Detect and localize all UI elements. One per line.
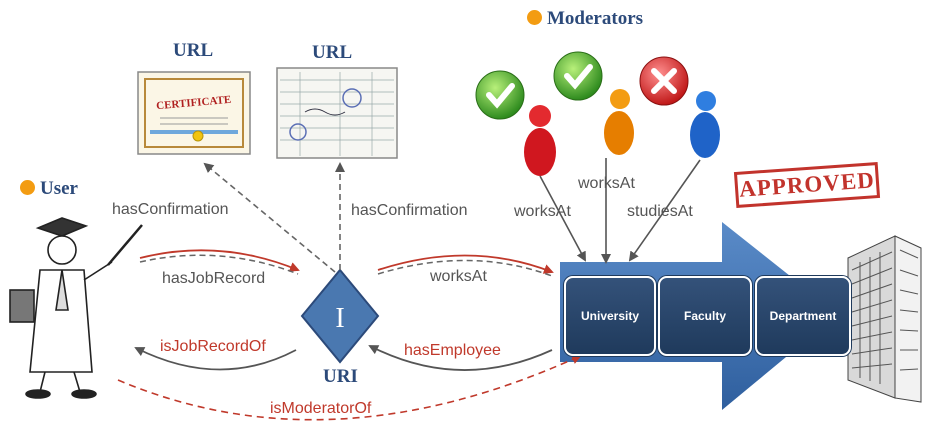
orange-bullet-icon — [527, 10, 542, 25]
mod-works-at-arrow-1 — [539, 175, 586, 262]
has-employee-arrow — [368, 345, 553, 371]
moderator-rejected — [639, 56, 720, 158]
has-job-record-label: hasJobRecord — [162, 270, 266, 287]
mod-works-at-label-2: worksAt — [578, 175, 635, 192]
works-at-label: worksAt — [430, 268, 487, 285]
approved-stamp-text: APPROVED — [738, 167, 876, 202]
has-confirmation-label-right: hasConfirmation — [351, 202, 468, 219]
individual-node-letter: I — [335, 303, 344, 334]
has-confirmation-arrow-left — [203, 162, 336, 273]
user-heading: User — [20, 178, 78, 200]
user-heading-text: User — [40, 178, 78, 199]
mod-studies-at-arrow — [628, 159, 701, 262]
moderators-heading: Moderators — [527, 8, 643, 30]
building-icon — [847, 235, 922, 403]
individual-node[interactable]: I — [300, 268, 380, 364]
org-box-faculty[interactable]: Faculty — [658, 276, 752, 356]
mod-works-at-label-1: worksAt — [514, 203, 571, 220]
certificate-image: CERTIFICATE — [137, 71, 251, 155]
is-moderator-of-arrow — [117, 354, 582, 421]
moderators-heading-text: Moderators — [547, 8, 644, 29]
has-confirmation-label-left: hasConfirmation — [112, 201, 229, 218]
moderator-approved-1 — [475, 70, 556, 176]
is-job-record-of-label: isJobRecordOf — [160, 338, 266, 355]
moderator-approved-2 — [553, 51, 634, 155]
org-box-department[interactable]: Department — [755, 276, 851, 356]
mod-studies-at-label: studiesAt — [627, 203, 693, 220]
is-moderator-of-label: isModeratorOf — [270, 400, 372, 417]
is-job-record-of-arrow — [134, 347, 297, 371]
certificate-url-label: URL — [173, 40, 214, 61]
org-box-university[interactable]: University — [564, 276, 656, 356]
has-job-record-arrow — [139, 249, 300, 272]
works-at-arrow — [377, 254, 554, 274]
job-record-document-image — [276, 67, 398, 159]
orange-bullet-icon — [20, 180, 35, 195]
uri-label: URI — [323, 366, 358, 387]
org-box-university-label: University — [580, 309, 640, 323]
org-box-faculty-label: Faculty — [683, 309, 726, 323]
record-url-label: URL — [312, 42, 353, 63]
org-box-department-label: Department — [769, 309, 837, 323]
has-employee-label: hasEmployee — [404, 342, 501, 359]
user-figure — [9, 217, 143, 399]
